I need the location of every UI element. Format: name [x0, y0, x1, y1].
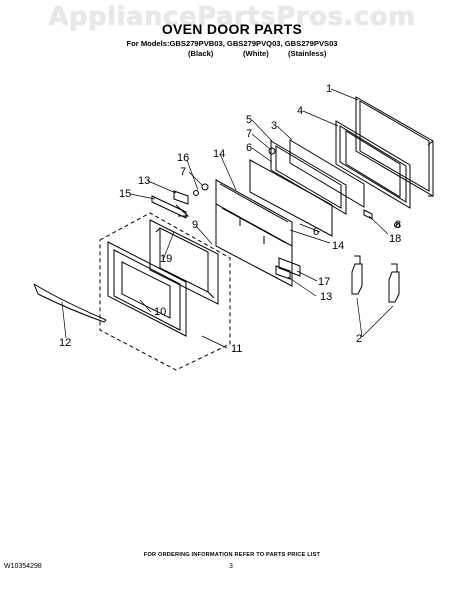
assembly-boundary: [99, 212, 231, 371]
part-glass-panel: [289, 139, 365, 208]
watermark: AppliancePartsPros.com: [48, 2, 416, 32]
callout-1: 1: [326, 83, 332, 95]
callout-9: 9: [192, 219, 198, 231]
part-bracket-13-lower: [275, 265, 291, 280]
callout-13: 13: [138, 175, 150, 187]
part-screw-7-mid: [201, 183, 209, 191]
part-inner-glass: [249, 159, 333, 237]
part-inner-liner: [270, 140, 347, 215]
page-number: 3: [229, 563, 233, 570]
callout-13: 13: [320, 291, 332, 303]
part-screw-8: [394, 222, 400, 228]
callout-8: 8: [395, 219, 401, 231]
part-bracket-13-upper: [173, 190, 189, 205]
part-hinge-right: [388, 263, 400, 303]
callout-4: 4: [297, 105, 303, 117]
callout-19: 19: [160, 253, 172, 265]
callout-7: 7: [180, 166, 186, 178]
callout-15: 15: [119, 188, 131, 200]
part-window-frame: [335, 120, 411, 209]
callout-6: 6: [246, 142, 252, 154]
callout-14: 14: [213, 148, 225, 160]
variant-black: (Black): [188, 49, 214, 58]
page-title: OVEN DOOR PARTS: [161, 21, 303, 37]
callout-7: 7: [246, 128, 252, 140]
part-outer-door-frame: [355, 96, 434, 197]
callout-2: 2: [356, 333, 362, 345]
part-door-handle: [33, 283, 107, 323]
part-inner-door-frame: [149, 219, 219, 305]
part-door-baffle: [215, 179, 293, 287]
variant-stainless: (Stainless): [288, 49, 327, 58]
callout-18: 18: [389, 233, 401, 245]
part-hinge-strip: [151, 195, 190, 219]
callout-6: 6: [313, 226, 319, 238]
part-hinge-left: [351, 255, 363, 295]
callout-3: 3: [271, 120, 277, 132]
callout-14: 14: [332, 240, 344, 252]
callout-12: 12: [59, 337, 71, 349]
ordering-note: FOR ORDERING INFORMATION REFER TO PARTS …: [143, 552, 321, 558]
callout-11: 11: [231, 343, 242, 355]
model-list: For Models:GBS279PVB03, GBS279PVQ03, GBS…: [126, 39, 338, 48]
part-bracket-17: [278, 257, 301, 277]
callout-16: 16: [177, 152, 189, 164]
callout-10: 10: [154, 306, 166, 318]
callout-5: 5: [246, 114, 252, 126]
callout-17: 17: [318, 276, 330, 288]
part-outer-door-panel: [107, 241, 187, 337]
part-screw-16: [193, 190, 199, 196]
document-number: W10354298: [4, 563, 42, 570]
variant-white: (White): [243, 49, 269, 58]
part-screw-7-top: [268, 147, 276, 155]
